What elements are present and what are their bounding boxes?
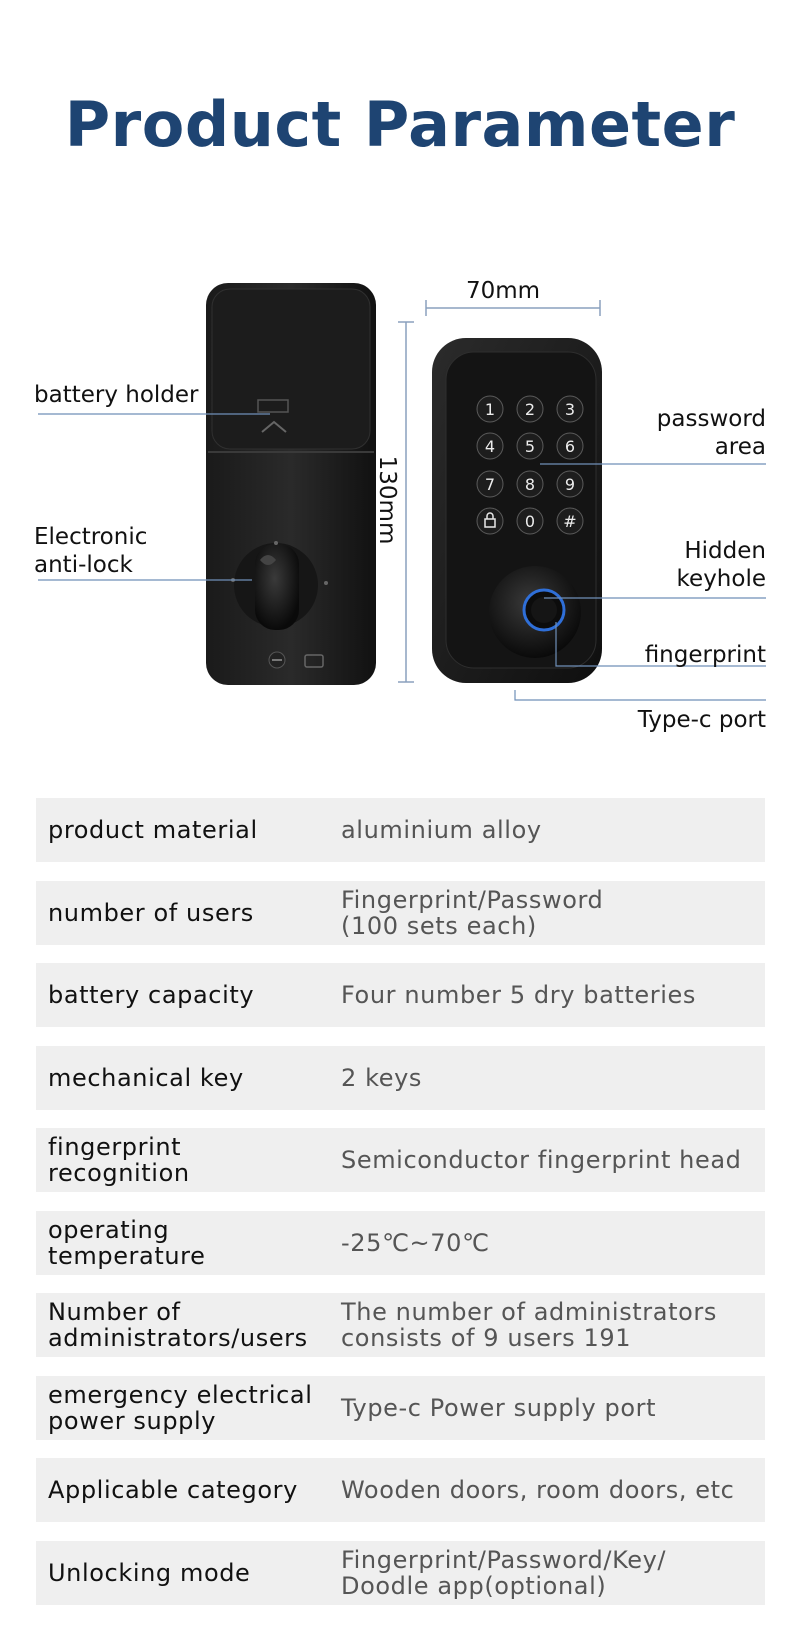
hidden-keyhole-label: Hidden keyhole: [676, 538, 766, 592]
spec-value: -25℃~70℃: [341, 1229, 490, 1257]
spec-row: operating temperature -25℃~70℃: [36, 1211, 765, 1275]
fingerprint-label: fingerprint: [644, 642, 766, 668]
keypad-key-label: 2: [525, 400, 535, 419]
spec-row: Applicable category Wooden doors, room do…: [36, 1458, 765, 1522]
keypad-key: [556, 470, 584, 498]
lock-icon: [484, 518, 496, 528]
keypad-key-label: 0: [525, 512, 535, 531]
keypad-key-label: 4: [485, 437, 495, 456]
keypad-key: [476, 470, 504, 498]
spec-row: emergency electrical power supply Type-c …: [36, 1376, 765, 1440]
typec-port-label: Type-c port: [637, 707, 766, 733]
keypad-key: [516, 470, 544, 498]
spec-row: number of users Fingerprint/Password (100…: [36, 881, 765, 945]
spec-label: product material: [48, 816, 258, 844]
keypad-key-label: 7: [485, 475, 495, 494]
battery-holder-label: battery holder: [34, 382, 199, 408]
keypad-key: [476, 395, 504, 423]
spec-value: Type-c Power supply port: [341, 1394, 657, 1422]
spec-label: Number of administrators/users: [48, 1298, 308, 1352]
keypad-key: [476, 432, 504, 460]
spec-label: battery capacity: [48, 981, 255, 1009]
spec-value: 2 keys: [341, 1064, 423, 1092]
keypad-key: [556, 432, 584, 460]
spec-value: The number of administrators consists of…: [341, 1298, 717, 1352]
keypad-key-label: 9: [565, 475, 575, 494]
spec-label: mechanical key: [48, 1064, 244, 1092]
page-title: Product Parameter: [64, 88, 736, 161]
spec-row: Number of administrators/users The number…: [36, 1293, 765, 1357]
exterior-unit: 1 2 3 4 5 6 7 8 9 0 #: [432, 338, 602, 683]
spec-row: mechanical key 2 keys: [36, 1046, 765, 1110]
keypad-key: [516, 507, 544, 535]
width-dimension: 70mm: [466, 278, 540, 304]
keypad: 1 2 3 4 5 6 7 8 9 0 #: [476, 395, 584, 535]
spec-label: Unlocking mode: [48, 1559, 251, 1587]
spec-row: product material aluminium alloy: [36, 798, 765, 862]
keypad-key-label: 6: [565, 437, 575, 456]
product-diagram: 130mm 70mm 1 2 3 4 5 6 7 8 9 0 #: [38, 278, 766, 701]
spec-label: operating temperature: [48, 1216, 206, 1270]
spec-row: fingerprint recognition Semiconductor fin…: [36, 1128, 765, 1192]
height-dimension: 130mm: [374, 456, 400, 545]
spec-value: Fingerprint/Password/Key/ Doodle app(opt…: [341, 1546, 667, 1600]
spec-label: emergency electrical power supply: [48, 1381, 313, 1435]
spec-label: number of users: [48, 899, 254, 927]
spec-label: fingerprint recognition: [48, 1133, 190, 1187]
keypad-key-label: 3: [565, 400, 575, 419]
password-area-label: password area: [656, 406, 766, 460]
keypad-key: [516, 395, 544, 423]
keypad-key-label: 5: [525, 437, 535, 456]
spec-row: battery capacity Four number 5 dry batter…: [36, 963, 765, 1027]
keypad-key: [556, 507, 584, 535]
lock-icon-shackle: [486, 512, 494, 519]
anti-lock-label: Electronic anti-lock: [34, 524, 148, 578]
keypad-key: [516, 432, 544, 460]
keypad-key-label: 8: [525, 475, 535, 494]
keypad-key: [476, 507, 504, 535]
spec-label: Applicable category: [48, 1476, 298, 1504]
keypad-key: [556, 395, 584, 423]
keypad-key-label: 1: [485, 400, 495, 419]
spec-value: Four number 5 dry batteries: [341, 981, 697, 1009]
spec-value: Semiconductor fingerprint head: [341, 1146, 742, 1174]
interior-unit: [206, 283, 376, 685]
spec-value: Fingerprint/Password (100 sets each): [341, 886, 604, 940]
spec-value: aluminium alloy: [341, 816, 542, 844]
spec-value: Wooden doors, room doors, etc: [341, 1476, 735, 1504]
keypad-key-label: #: [563, 512, 576, 531]
spec-row: Unlocking mode Fingerprint/Password/Key/ …: [36, 1541, 765, 1605]
